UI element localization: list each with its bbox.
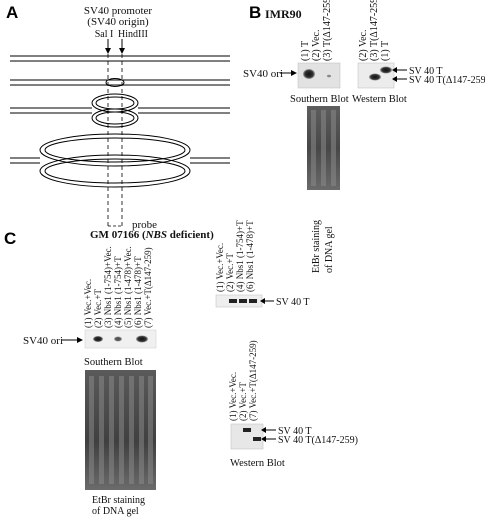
c-southern-caption: Southern Blot: [84, 357, 143, 368]
c-southern-band-4: [114, 336, 122, 342]
c-southern-lane-5: (5) Nbs1 (1-478)+Vec.: [123, 246, 133, 328]
c-top-western-lane-6: (6) Nbs1 (1-478)+T: [245, 220, 255, 292]
c-gel-lanes: [89, 376, 153, 484]
c-bottom-band-t: [243, 428, 251, 432]
c-bottom-band2-label: SV 40 T(Δ147-259): [278, 435, 358, 446]
cell-line-label: IMR90: [265, 7, 302, 21]
b-western-band2-label: SV 40 T(Δ147-259): [409, 75, 485, 86]
c-top-band-4: [239, 299, 247, 303]
panel-a: A SV40 promoter (SV40 origin) Sal I Hind…: [6, 3, 230, 231]
c-bottom-band-mutant: [253, 437, 261, 441]
c-southern-lane-3: (3) Nbs1 (1-754)+Vec.: [103, 246, 113, 328]
sal-site-label: Sal I: [95, 29, 114, 40]
b-ori-arrow: [280, 70, 297, 76]
c-top-arrow: [260, 298, 274, 304]
panel-c-letter: C: [4, 229, 16, 248]
b-southern-band-1: [303, 69, 315, 79]
b-western-band-t: [380, 66, 392, 74]
c-bottom-arrow-2: [261, 436, 276, 442]
c-southern-lane-2: (2) Vec.+T: [93, 289, 103, 328]
c-top-western-lane-4: (4) Nbs1 (1-754)+T: [235, 220, 245, 292]
c-etbr-line2: of DNA gel: [92, 506, 139, 517]
dna-unreplicated: [10, 55, 230, 62]
hindiii-site-label: HindIII: [118, 29, 148, 40]
probe-label: probe: [132, 219, 157, 231]
c-top-western-lane-2: (2) Vec.+T: [225, 253, 235, 292]
c-ori-arrow: [62, 337, 83, 343]
b-western-lane-3: (3) T(Δ147-259): [369, 0, 380, 61]
sal-arrow: [105, 39, 111, 54]
c-bottom-western-lane-7: (7) Vec.+T(Δ147-259): [248, 340, 258, 421]
c-bottom-western-lane-2: (2) Vec.+T: [238, 382, 248, 421]
c-top-band-6: [249, 299, 257, 303]
dna-theta-structure: [10, 133, 230, 188]
b-western-band1-label: SV 40 T: [409, 66, 443, 77]
b-southern-band-3: [327, 74, 331, 78]
c-southern-lane-1: (1) Vec.+Vec.: [83, 279, 93, 328]
promoter-label: SV40 promoter: [84, 5, 152, 17]
b-ori-label: SV40 ori: [243, 68, 283, 80]
dna-replication-bubble: [10, 93, 230, 128]
c-southern-band-2: [93, 336, 103, 342]
c-southern-lane-4: (4) Nbs1 (1-754)+T: [113, 256, 123, 328]
c-top-band-2: [229, 299, 237, 303]
c-southern-band-6: [136, 335, 148, 343]
c-southern-lane-7: (7) Vec.+T(Δ147-259): [143, 247, 153, 328]
c-bottom-band1-label: SV 40 T: [278, 426, 312, 437]
panel-b: B IMR90 (1) T (2) Vec. (3) T(Δ147-259) S…: [243, 0, 485, 273]
b-gel-lanes: [311, 110, 336, 186]
c-southern-lane-6: (6) Nbs1 (1-478)+T: [133, 256, 143, 328]
c-top-band-label: SV 40 T: [276, 297, 310, 308]
panel-a-letter: A: [6, 3, 18, 22]
b-southern-lane-3: (3) T(Δ147-259): [322, 0, 333, 61]
b-western-lane-2: (2) Vec.: [358, 30, 369, 61]
dna-initiation: [10, 78, 230, 87]
b-western-lane-1: (1) T: [380, 41, 391, 61]
b-southern-lane-1: (1) T: [300, 41, 311, 61]
panel-b-letter: B: [249, 3, 261, 22]
b-western-arrow-2: [392, 76, 407, 82]
b-western-band-mutant: [369, 73, 381, 81]
c-bottom-arrow-1: [261, 427, 276, 433]
b-western-caption: Western Blot: [352, 94, 407, 105]
c-bottom-western-blot: [230, 423, 264, 450]
hindiii-arrow: [119, 39, 125, 54]
panel-c: C GM 07166 (NBS deficient) (1) Vec.+Vec.…: [4, 220, 358, 517]
b-etbr-line2: of DNA gel: [324, 226, 335, 273]
b-western-arrow-1: [392, 67, 407, 73]
c-title: GM 07166 (NBS deficient): [90, 229, 214, 241]
c-top-western-lane-1: (1) Vec.+Vec.: [215, 243, 225, 292]
c-bottom-western-lane-1: (1) Vec.+Vec.: [228, 372, 238, 421]
origin-label: (SV40 origin): [87, 16, 149, 28]
b-etbr-line1: EtBr staining: [311, 220, 322, 273]
c-ori-label: SV40 ori: [23, 335, 63, 347]
b-southern-caption: Southern Blot: [290, 94, 349, 105]
c-etbr-line1: EtBr staining: [92, 495, 145, 506]
b-southern-lane-2: (2) Vec.: [311, 30, 322, 61]
c-western-caption: Western Blot: [230, 458, 285, 469]
